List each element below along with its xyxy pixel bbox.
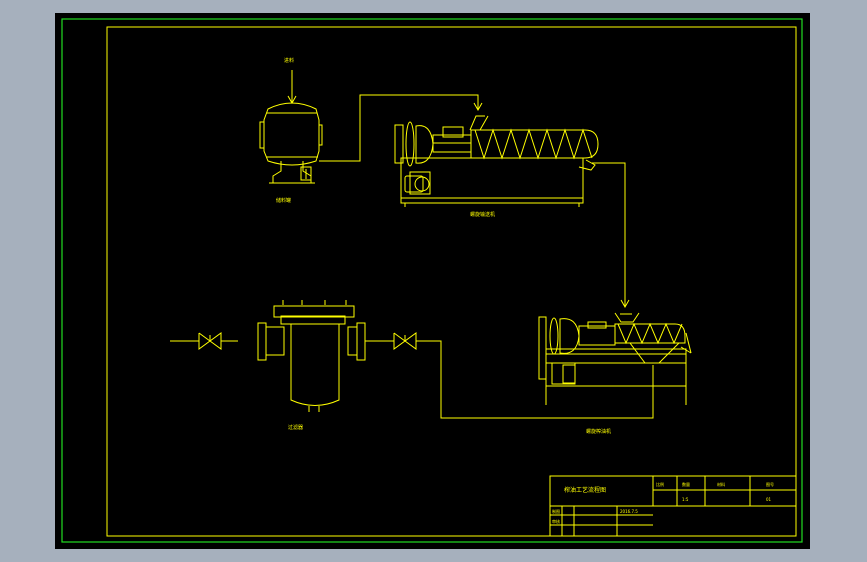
filter-lid (273, 305, 355, 318)
filter-body (290, 324, 340, 406)
screw-conveyor (394, 115, 630, 309)
title-block-drafter: 制图 (552, 508, 560, 514)
title-block-material-header: 材料 (717, 481, 725, 487)
title-block-title: 榨油工艺流程图 (564, 486, 606, 494)
valve-left (198, 332, 222, 350)
process-flow-diagram: 储料罐 进料 (61, 18, 803, 543)
storage-tank (259, 70, 483, 184)
pipe-tank-to-screw (319, 94, 479, 162)
title-block-scale-value: 1:5 (682, 497, 689, 502)
inner-border (106, 26, 797, 537)
title-block-quantity-header: 数量 (682, 481, 690, 487)
label-extruder: 螺旋榨油机 (586, 428, 611, 435)
valve-right (393, 332, 417, 350)
tank-body (263, 102, 320, 166)
label-filter: 过滤器 (288, 424, 303, 431)
title-block-reviewer: 审核 (552, 518, 560, 524)
title-block (549, 475, 797, 537)
filter (170, 300, 654, 419)
label-tank: 储料罐 (276, 197, 291, 204)
screw-barrel (470, 129, 599, 159)
oil-press (538, 312, 692, 405)
title-block-scale-header: 比例 (656, 481, 664, 487)
drawing-canvas: 储料罐 进料 (55, 13, 810, 549)
pipe-filter-to-extruder (416, 340, 654, 419)
label-screw: 螺旋输送机 (470, 211, 495, 218)
title-block-drawing-no-header: 图号 (766, 481, 774, 487)
title-block-date: 2016.7.5 (620, 509, 638, 514)
label-inlet: 进料 (284, 57, 294, 64)
pipe-screw-to-extruder (592, 162, 626, 306)
title-block-drawing-no-value: 01 (766, 497, 772, 502)
outer-border (61, 18, 803, 543)
